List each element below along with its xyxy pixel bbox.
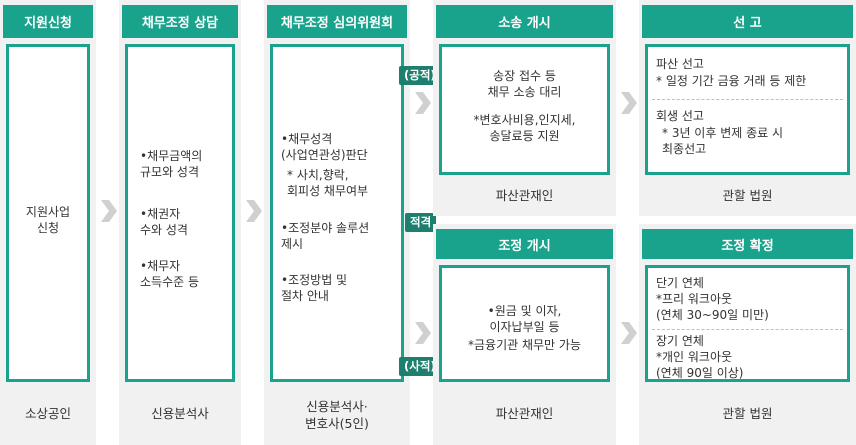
adjust-header: 조정 개시 (436, 229, 613, 259)
declare-header: 선 고 (642, 5, 853, 38)
consult-item-1: •채무금액의 규모와 성격 (140, 149, 203, 179)
chevron-right-icon (101, 200, 117, 222)
adjust-main: •원금 및 이자, 이자납부일 등 (487, 304, 562, 334)
consult-footer: 신용분석사 (151, 405, 209, 421)
committee-footer: 신용분석사· 변호사(5인) (305, 399, 369, 431)
apply-body: 지원사업 신청 (25, 205, 71, 235)
private-tag: (사적) (399, 357, 441, 376)
adjust-note: *금융기관 채무만 가능 (468, 338, 581, 352)
consult-header: 채무조정 상담 (122, 5, 238, 38)
chevron-right-icon (415, 322, 431, 344)
chevron-right-icon (415, 92, 431, 114)
committee-box: •채무성격 (사업연관성)판단 * 사치,향락, 회피성 채무여부 •조정분야 … (270, 44, 404, 382)
declare-item-1-note: * 일정 기간 금융 거래 등 제한 (656, 74, 807, 88)
apply-box: 지원사업 신청 (6, 44, 90, 382)
confirm-item-1-title: 단기 연체 (656, 276, 704, 290)
confirm-header: 조정 확정 (642, 229, 853, 259)
lawsuit-footer: 파산관재인 (495, 187, 554, 203)
confirm-item-2-note: *개인 워크아웃 (연체 90일 이상) (656, 350, 744, 380)
chevron-right-icon (246, 200, 262, 222)
declare-footer: 관할 법원 (722, 187, 773, 203)
apply-footer: 소상공인 (24, 405, 71, 421)
public-tag: (공적) (399, 66, 441, 85)
confirm-divider (652, 329, 843, 330)
lawsuit-box: 송장 접수 등 채무 소송 대리 *변호사비용,인지세, 송달료등 지원 (439, 44, 610, 175)
consult-box: •채무금액의 규모와 성격 •채권자 수와 성격 •채무자 소득수준 등 (125, 44, 235, 382)
confirm-item-2-title: 장기 연체 (656, 334, 704, 348)
lawsuit-header: 소송 개시 (436, 5, 613, 38)
adjust-footer: 파산관재인 (495, 405, 554, 421)
apply-header: 지원신청 (3, 5, 93, 38)
consult-item-2: •채권자 수와 성격 (140, 207, 188, 237)
declare-item-2-note: * 3년 이후 변제 종료 시 최종선고 (662, 126, 784, 156)
confirm-footer: 관할 법원 (722, 405, 773, 421)
committee-item-3: •조정방법 및 절차 안내 (281, 273, 348, 303)
chevron-right-icon (621, 92, 637, 114)
confirm-item-1-note: *프리 워크아웃 (연체 30~90일 미만) (656, 292, 769, 322)
declare-divider (652, 99, 843, 100)
lawsuit-main: 송장 접수 등 채무 소송 대리 (487, 69, 562, 99)
chevron-right-icon (621, 322, 637, 344)
declare-item-1-title: 파산 선고 (656, 57, 704, 71)
committee-item-2: •조정분야 솔루션 제시 (281, 221, 370, 251)
committee-item-1-note: * 사치,향락, 회피성 채무여부 (287, 168, 369, 198)
committee-header: 채무조정 심의위원회 (267, 5, 407, 38)
lawsuit-note: *변호사비용,인지세, 송달료등 지원 (473, 113, 576, 143)
declare-item-2-title: 회생 선고 (656, 109, 704, 123)
confirm-box: 단기 연체 *프리 워크아웃 (연체 30~90일 미만) 장기 연체 *개인 … (645, 265, 850, 382)
consult-item-3: •채무자 소득수준 등 (140, 259, 200, 289)
adjust-box: •원금 및 이자, 이자납부일 등 *금융기관 채무만 가능 (439, 265, 610, 382)
eligible-tag: 적격 (405, 213, 437, 232)
committee-item-1: •채무성격 (사업연관성)판단 (281, 132, 368, 162)
declare-box: 파산 선고 * 일정 기간 금융 거래 등 제한 회생 선고 * 3년 이후 변… (645, 44, 850, 175)
